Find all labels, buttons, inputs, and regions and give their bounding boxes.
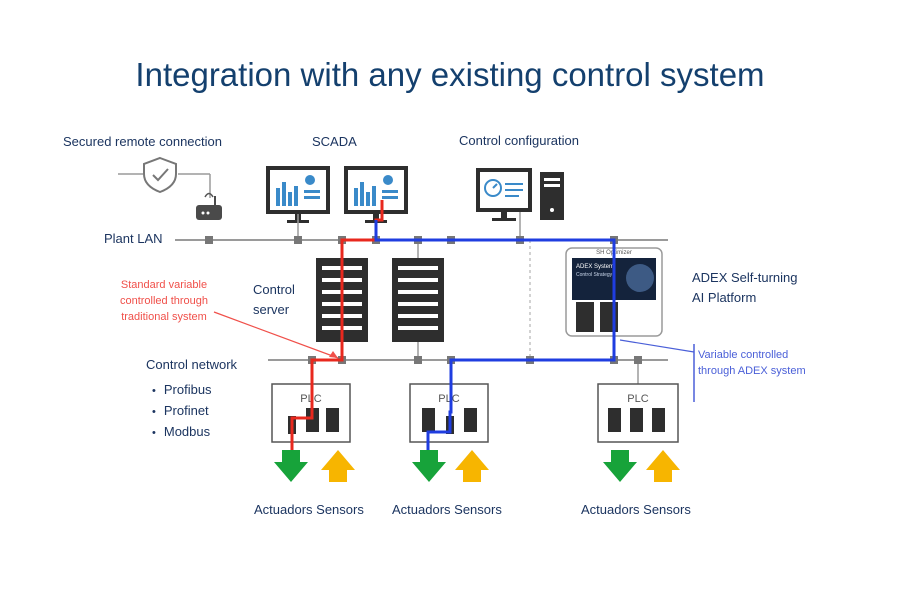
actuator-arrow-1 <box>274 450 308 482</box>
config-monitor <box>476 168 564 221</box>
config-label: Control configuration <box>459 133 579 148</box>
scada-label: SCADA <box>312 134 357 149</box>
control-network-label: Control network <box>146 357 238 372</box>
adex-label-1: ADEX Self-turning <box>692 270 798 285</box>
scada-monitor-1 <box>266 166 330 223</box>
shield-icon <box>143 156 177 194</box>
sensor-arrow-3 <box>646 450 680 482</box>
remote-connection <box>118 156 222 220</box>
bottom-label-1: Actuadors Sensors <box>254 502 364 517</box>
sensor-arrow-1 <box>321 450 355 482</box>
plc-2-label: PLC <box>438 393 459 405</box>
actuator-arrow-3 <box>603 450 637 482</box>
blue-annotation: Variable controlled through ADEX system <box>698 349 806 377</box>
network-item: Profinet <box>152 401 212 422</box>
red-control-path <box>290 200 384 460</box>
network-item: Modbus <box>152 422 212 443</box>
page-title: Integration with any existing control sy… <box>135 56 765 93</box>
optimizer-system-1: ADEX System <box>576 264 614 270</box>
scada-monitor-2 <box>344 166 408 223</box>
stopwatch-icon <box>484 179 502 197</box>
network-list: Profibus Profinet Modbus <box>152 380 212 443</box>
remote-connection-label: Secured remote connection <box>63 134 222 149</box>
plc-3-label: PLC <box>627 393 648 405</box>
bottom-label-3: Actuadors Sensors <box>581 502 691 517</box>
sensor-arrow-2 <box>455 450 489 482</box>
red-annotation: Standard variable controlled through tra… <box>119 279 209 323</box>
plant-lan-label: Plant LAN <box>104 231 163 246</box>
control-server-2 <box>392 258 444 342</box>
router-icon <box>196 192 222 220</box>
plc-3 <box>597 383 679 443</box>
bottom-label-2: Actuadors Sensors <box>392 502 502 517</box>
blue-control-path <box>374 220 616 470</box>
actuator-arrow-2 <box>412 450 446 482</box>
control-server-label-2: server <box>253 302 290 317</box>
optimizer-system-2: Control Strategy <box>576 272 613 278</box>
adex-label-2: AI Platform <box>692 290 757 305</box>
control-server-label-1: Control <box>253 282 295 297</box>
network-item: Profibus <box>152 380 212 401</box>
